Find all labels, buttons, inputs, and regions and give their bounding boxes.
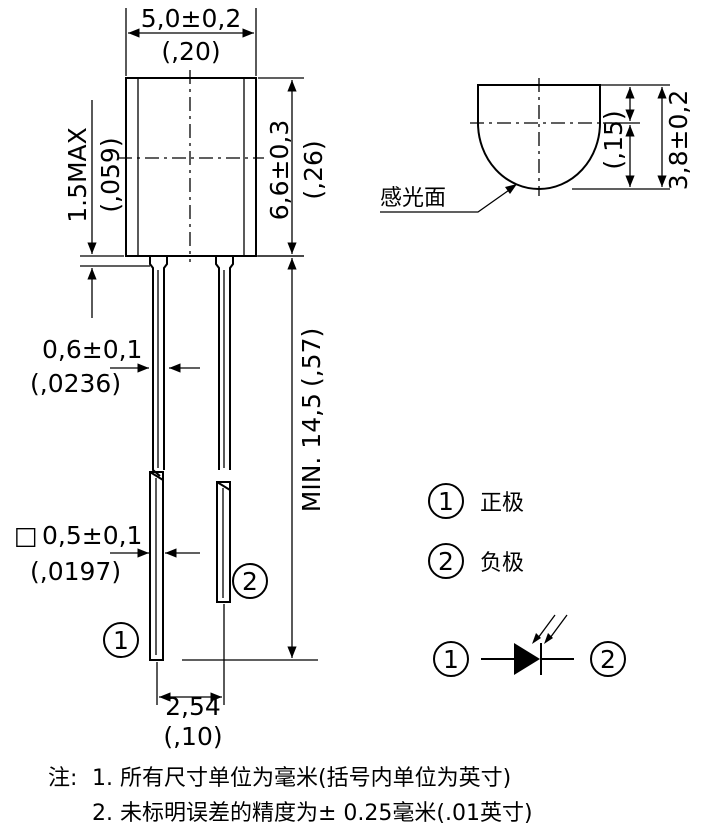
- lead-thickness-dimension: 0,6±0,1 (,0236): [30, 335, 200, 398]
- notes: 注: 1. 所有尺寸单位为毫米(括号内单位为英寸) 2. 未标明误差的精度为± …: [48, 766, 533, 826]
- side-radius-inch-label: (,15): [599, 110, 628, 169]
- lead-length-dimension: MIN. 14,5(,57): [182, 255, 326, 661]
- svg-text:1: 1: [438, 487, 454, 516]
- sensing-surface-callout: 感光面: [380, 184, 517, 213]
- lead-pitch-inch-label: (,10): [163, 722, 222, 751]
- lead-thickness-inch-label: (,0236): [30, 369, 121, 398]
- lead-width-inch-label: (,0197): [30, 557, 121, 586]
- lead-length-label: MIN. 14,5(,57): [297, 328, 326, 512]
- symbol-pin-1: 1: [443, 645, 459, 674]
- lead-thickness-label: 0,6±0,1: [42, 335, 142, 364]
- photodiode-symbol: 1 2: [433, 614, 626, 677]
- notes-prefix: 注:: [48, 766, 77, 791]
- notes-line-1: 1. 所有尺寸单位为毫米(括号内单位为英寸): [92, 766, 511, 791]
- legend-anode-label: 正极: [480, 491, 524, 516]
- svg-text:2: 2: [242, 567, 258, 596]
- lead-2: [215, 256, 234, 603]
- lead-pitch-label: 2,54: [165, 692, 221, 721]
- side-height-label: 3,8±0,2: [664, 90, 693, 190]
- lead-zone-inch-label: (,059): [96, 137, 125, 212]
- body-height-label: 6,6±0,3: [265, 120, 294, 220]
- body-width-inch-label: (,20): [161, 37, 220, 66]
- sensing-surface-label: 感光面: [380, 186, 446, 211]
- legend-cathode: 2 负极: [428, 543, 524, 579]
- body-height-dimension: 6,6±0,3 (,26): [258, 77, 328, 257]
- front-view-body: [118, 70, 264, 262]
- square-mark: □: [14, 521, 38, 550]
- lead-1: [149, 256, 168, 661]
- legend-cathode-label: 负极: [480, 551, 524, 576]
- lead-width-label: 0,5±0,1: [42, 521, 142, 550]
- body-width-dimension: 5,0±0,2 (,20): [125, 4, 257, 76]
- lead-pitch-dimension: 2,54 (,10): [156, 604, 225, 751]
- symbol-pin-2: 2: [600, 645, 616, 674]
- side-view-height-dimension: (,15) 3,8±0,2: [572, 84, 693, 190]
- body-height-inch-label: (,26): [299, 140, 328, 199]
- legend-anode: 1 正极: [428, 483, 524, 519]
- lead-width-dimension: □ 0,5±0,1 (,0197): [14, 521, 200, 586]
- svg-text:1: 1: [113, 626, 129, 655]
- body-width-label: 5,0±0,2: [141, 4, 241, 33]
- lead-zone-dimension: 1.5MAX (,059): [63, 100, 150, 318]
- notes-line-2: 2. 未标明误差的精度为± 0.25毫米(.01英寸): [92, 801, 533, 826]
- svg-text:2: 2: [438, 547, 454, 576]
- pin-2-marker: 2: [232, 563, 268, 599]
- lead-zone-label: 1.5MAX: [63, 127, 92, 223]
- side-view-lens: [470, 78, 612, 196]
- pin-1-marker: 1: [103, 622, 139, 658]
- diode-triangle-icon: [514, 643, 540, 675]
